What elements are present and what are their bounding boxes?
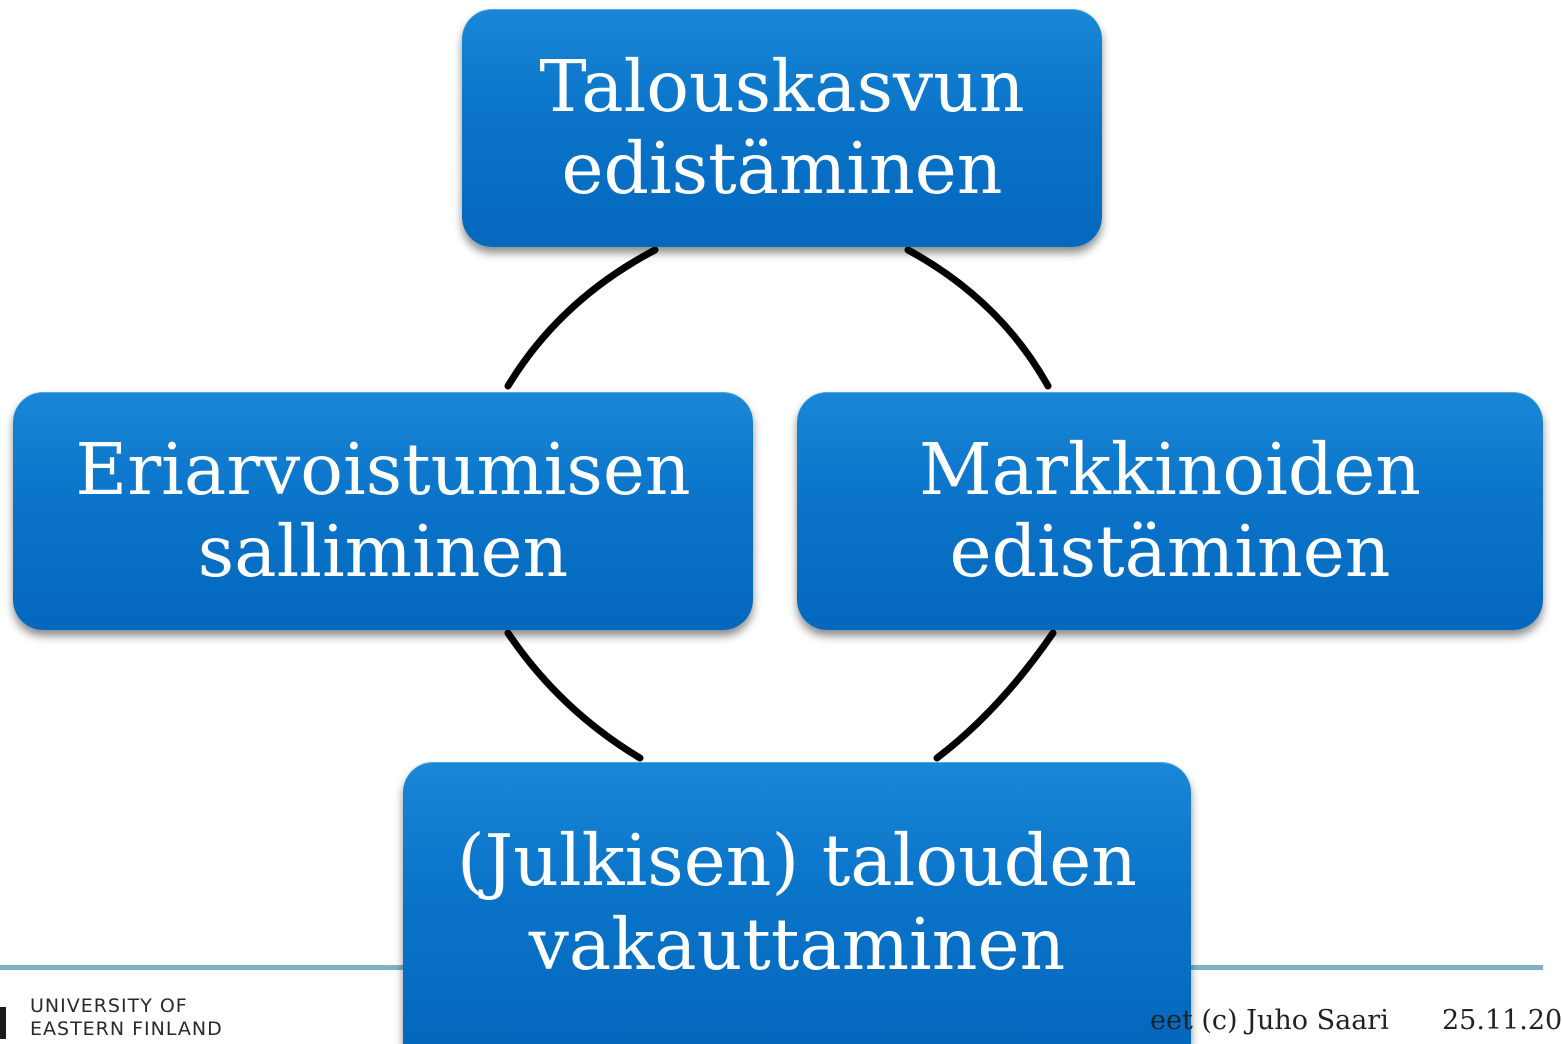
node-stabilizing-public-economy: (Julkisen) talouden vakauttaminen	[403, 762, 1191, 1044]
logo-line-2: EASTERN FINLAND	[30, 1018, 223, 1040]
node-right-line-1: Markkinoiden	[918, 428, 1422, 511]
logo-line-1: UNIVERSITY OF	[30, 995, 188, 1017]
connector-left-bottom	[504, 629, 644, 762]
connector-top-right	[904, 246, 1052, 390]
node-top-line-1: Talouskasvun	[539, 45, 1025, 128]
node-bottom-line-1: (Julkisen) talouden	[456, 819, 1137, 902]
node-promoting-markets: Markkinoiden edistäminen	[797, 392, 1543, 630]
connector-right-bottom	[933, 629, 1057, 762]
university-logo: UNIVERSITY OF EASTERN FINLAND	[0, 995, 260, 1044]
node-top-line-2: edistäminen	[561, 127, 1003, 210]
logo-text: UNIVERSITY OF EASTERN FINLAND	[30, 995, 223, 1041]
node-left-line-1: Eriarvoistumisen	[75, 428, 691, 511]
node-left-line-2: salliminen	[197, 510, 569, 593]
node-bottom-line-2: vakauttaminen	[528, 903, 1066, 986]
connector-top-left	[504, 246, 659, 390]
node-allowing-inequality: Eriarvoistumisen salliminen	[13, 392, 753, 630]
logo-mark	[0, 1007, 6, 1039]
node-economic-growth: Talouskasvun edistäminen	[462, 9, 1102, 247]
footer-date: 25.11.20	[1442, 1005, 1562, 1036]
node-right-line-2: edistäminen	[949, 510, 1391, 593]
footer-author: eet (c) Juho Saari	[1150, 1005, 1389, 1036]
